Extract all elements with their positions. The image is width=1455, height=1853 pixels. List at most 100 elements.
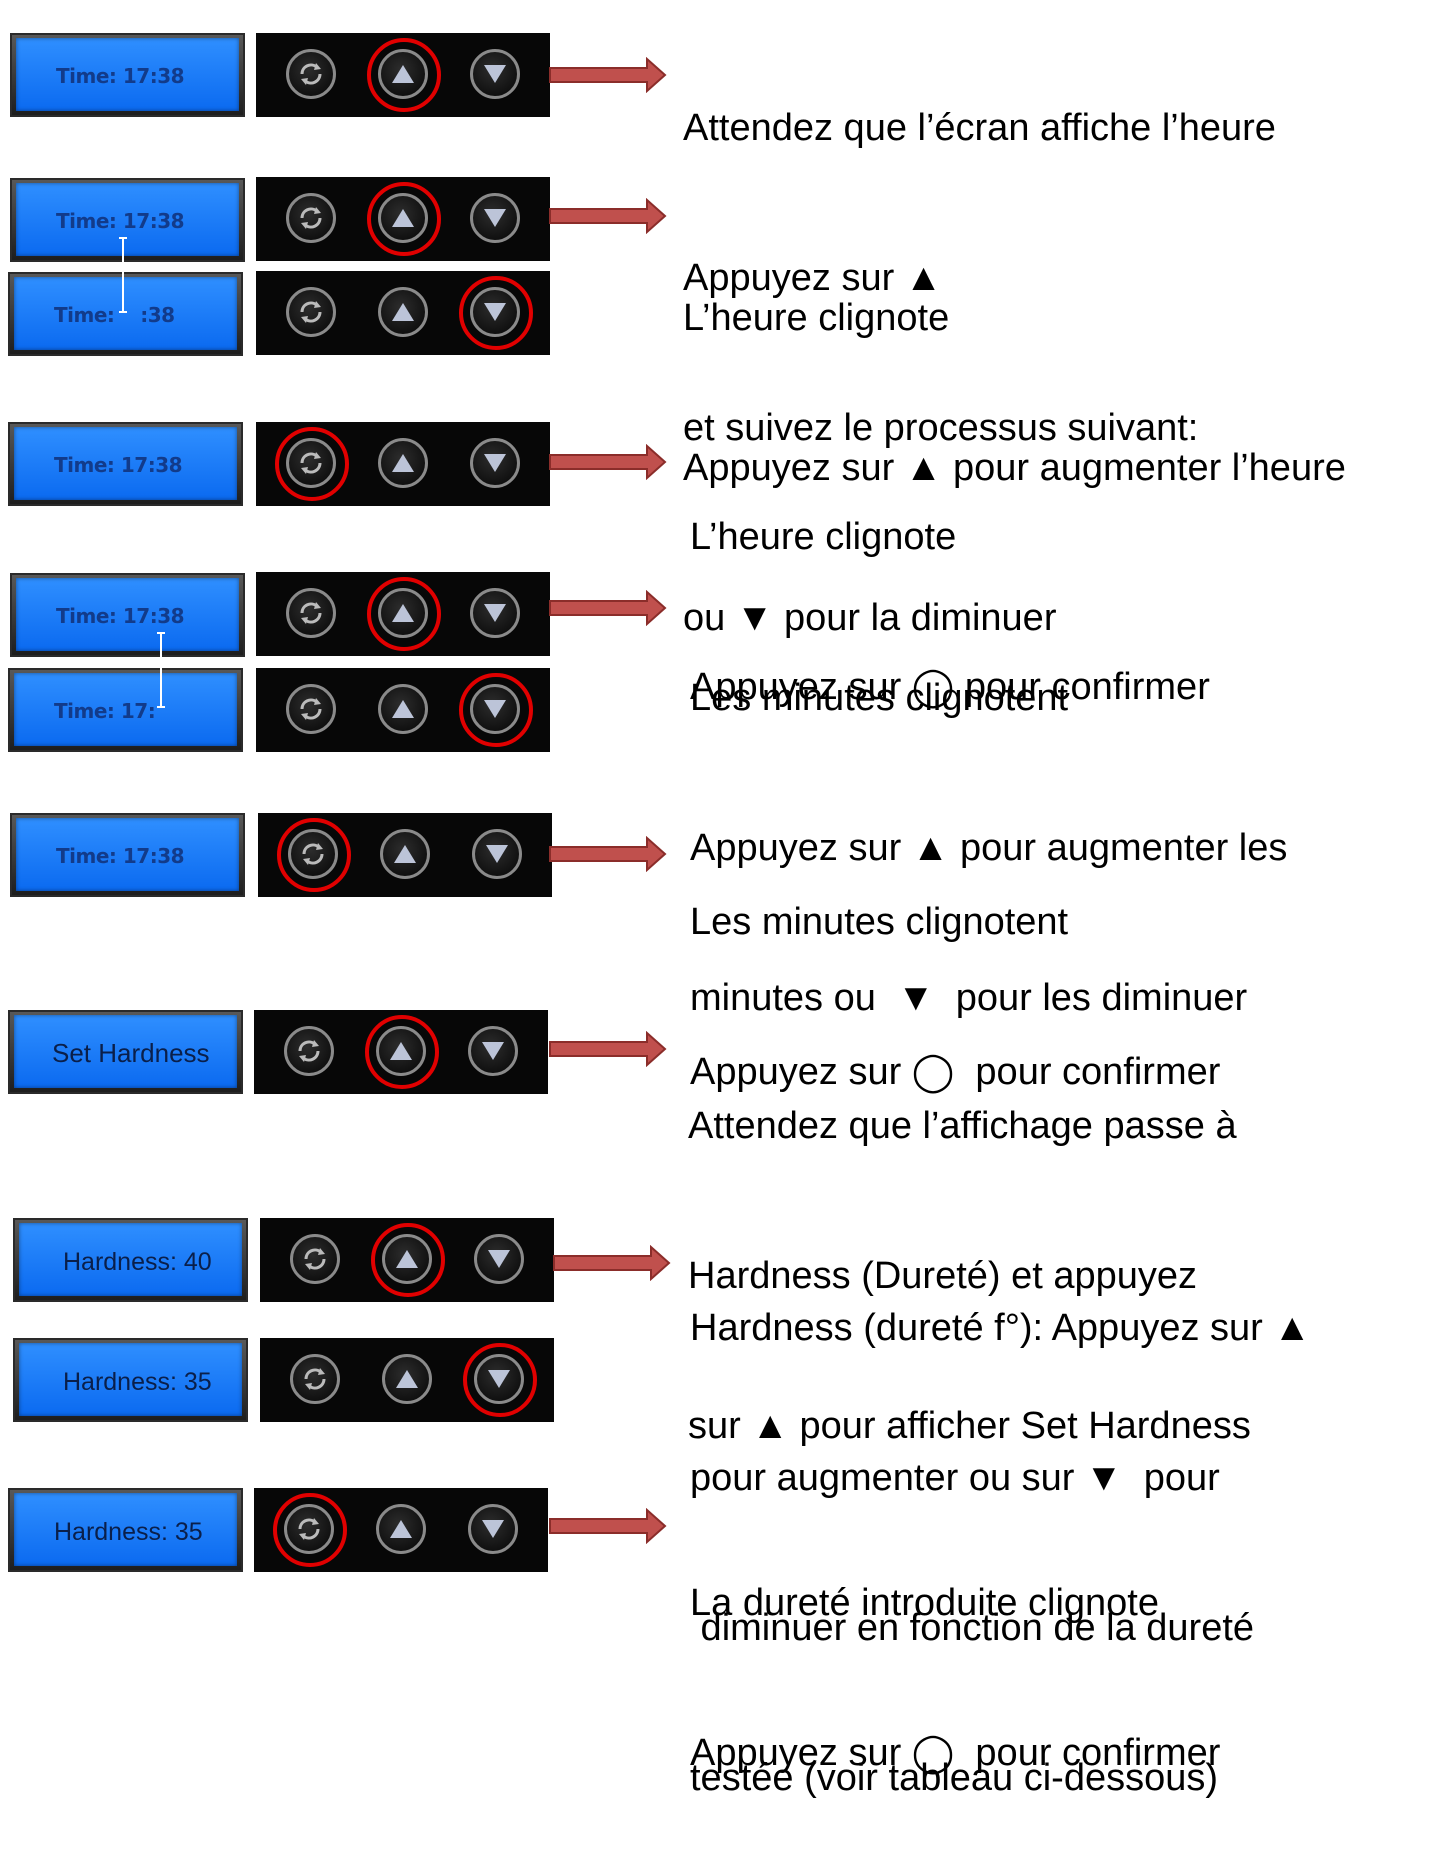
up-triangle-icon	[396, 1370, 418, 1388]
cycle-button[interactable]	[286, 588, 336, 638]
cycle-icon	[298, 1040, 320, 1062]
down-button[interactable]	[470, 49, 520, 99]
highlight-ring	[371, 1223, 445, 1297]
lcd-display: Time: 17:	[8, 668, 243, 752]
button-panel	[256, 271, 550, 355]
highlight-ring	[365, 1015, 439, 1089]
up-button[interactable]	[371, 1223, 445, 1297]
up-button[interactable]	[380, 829, 430, 879]
down-button[interactable]	[470, 588, 520, 638]
up-triangle-icon	[392, 303, 414, 321]
cycle-button[interactable]	[290, 1234, 340, 1284]
up-button[interactable]	[378, 438, 428, 488]
description-line: Appuyez sur ◯ pour confirmer	[690, 1732, 1221, 1774]
lcd-display: Time: :38	[8, 272, 243, 356]
down-triangle-icon	[482, 1042, 504, 1060]
lcd-text: Time: 17:38	[56, 844, 185, 868]
down-button[interactable]	[459, 673, 533, 747]
description-line: Appuyez sur ▲	[683, 257, 943, 299]
description-line: sur ▲ pour afficher Set Hardness	[688, 1405, 1251, 1447]
button-panel	[256, 572, 550, 656]
down-button[interactable]	[468, 1026, 518, 1076]
step-5-description: Les minutes clignotent Appuyez sur ◯ pou…	[690, 797, 1220, 1147]
button-panel	[260, 1218, 554, 1302]
description-line: Appuyez sur ▲ pour augmenter les	[690, 827, 1288, 869]
up-button[interactable]	[382, 1354, 432, 1404]
up-button[interactable]	[367, 577, 441, 651]
right-arrow-icon	[549, 1508, 667, 1544]
cycle-button[interactable]	[286, 193, 336, 243]
up-triangle-icon	[392, 454, 414, 472]
lcd-text: Hardness: 35	[54, 1518, 203, 1546]
lcd-text: Hardness: 35	[63, 1368, 212, 1396]
cycle-button[interactable]	[273, 1493, 347, 1567]
up-button[interactable]	[378, 684, 428, 734]
down-button[interactable]	[474, 1234, 524, 1284]
up-button[interactable]	[365, 1015, 439, 1089]
lcd-display: Hardness: 35	[8, 1488, 243, 1572]
right-arrow-icon	[553, 1245, 671, 1281]
down-triangle-icon	[484, 604, 506, 622]
button-panel	[260, 1338, 554, 1422]
cycle-button[interactable]	[286, 49, 336, 99]
cycle-icon	[300, 698, 322, 720]
lcd-text: Time: 17:38	[54, 453, 183, 477]
description-line: Hardness (Dureté) et appuyez	[688, 1255, 1198, 1297]
description-line: Appuyez sur ▲ pour augmenter l’heure	[683, 447, 1346, 489]
up-button[interactable]	[367, 38, 441, 112]
cycle-icon	[304, 1248, 326, 1270]
down-button[interactable]	[470, 193, 520, 243]
down-triangle-icon	[482, 1520, 504, 1538]
highlight-ring	[273, 1493, 347, 1567]
down-triangle-icon	[484, 209, 506, 227]
down-button[interactable]	[472, 829, 522, 879]
description-line: minutes ou ▼ pour les diminuer	[690, 977, 1248, 1019]
button-panel	[256, 422, 550, 506]
description-line: L’heure clignote	[683, 297, 950, 339]
button-panel	[256, 177, 550, 261]
down-button[interactable]	[470, 438, 520, 488]
right-arrow-icon	[549, 590, 667, 626]
highlight-ring	[275, 427, 349, 501]
down-triangle-icon	[484, 65, 506, 83]
highlight-ring	[367, 38, 441, 112]
up-triangle-icon	[392, 700, 414, 718]
up-button[interactable]	[367, 182, 441, 256]
cycle-button[interactable]	[286, 287, 336, 337]
cycle-button[interactable]	[290, 1354, 340, 1404]
down-button[interactable]	[463, 1343, 537, 1417]
description-line: Attendez que l’affichage passe à	[688, 1105, 1237, 1147]
up-button[interactable]	[378, 287, 428, 337]
down-button[interactable]	[468, 1504, 518, 1554]
description-line: et suivez le processus suivant:	[683, 407, 1199, 449]
description-line: L’heure clignote	[690, 516, 957, 558]
down-button[interactable]	[459, 276, 533, 350]
down-triangle-icon	[486, 845, 508, 863]
cycle-icon	[300, 63, 322, 85]
lcd-display: Time: 17:38	[10, 813, 245, 897]
step-6-description: Attendez que l’affichage passe à Hardnes…	[688, 1001, 1251, 1501]
up-button[interactable]	[376, 1504, 426, 1554]
lcd-display: Time: 17:38	[10, 178, 245, 262]
cycle-icon	[304, 1368, 326, 1390]
lcd-text: Time: :38	[54, 303, 175, 327]
button-panel	[256, 668, 550, 752]
right-arrow-icon	[549, 1031, 667, 1067]
button-panel	[258, 813, 552, 897]
description-line: Appuyez sur ◯ pour confirmer	[690, 1051, 1221, 1093]
description-line: La dureté introduite clignote	[690, 1582, 1159, 1624]
description-line: Les minutes clignotent	[690, 677, 1069, 719]
step-8-description: La dureté introduite clignote Appuyez su…	[690, 1478, 1220, 1828]
highlight-ring	[277, 818, 351, 892]
cycle-button[interactable]	[286, 684, 336, 734]
cycle-button[interactable]	[277, 818, 351, 892]
lcd-display: Time: 17:38	[10, 33, 245, 117]
button-panel	[254, 1488, 548, 1572]
lcd-display: Set Hardness	[8, 1010, 243, 1094]
cycle-button[interactable]	[284, 1026, 334, 1076]
description-line: Les minutes clignotent	[690, 901, 1069, 943]
blink-indicator	[119, 237, 127, 313]
step-1-description: Attendez que l’écran affiche l’heure App…	[683, 3, 1276, 503]
cycle-button[interactable]	[275, 427, 349, 501]
lcd-display: Hardness: 35	[13, 1338, 248, 1422]
